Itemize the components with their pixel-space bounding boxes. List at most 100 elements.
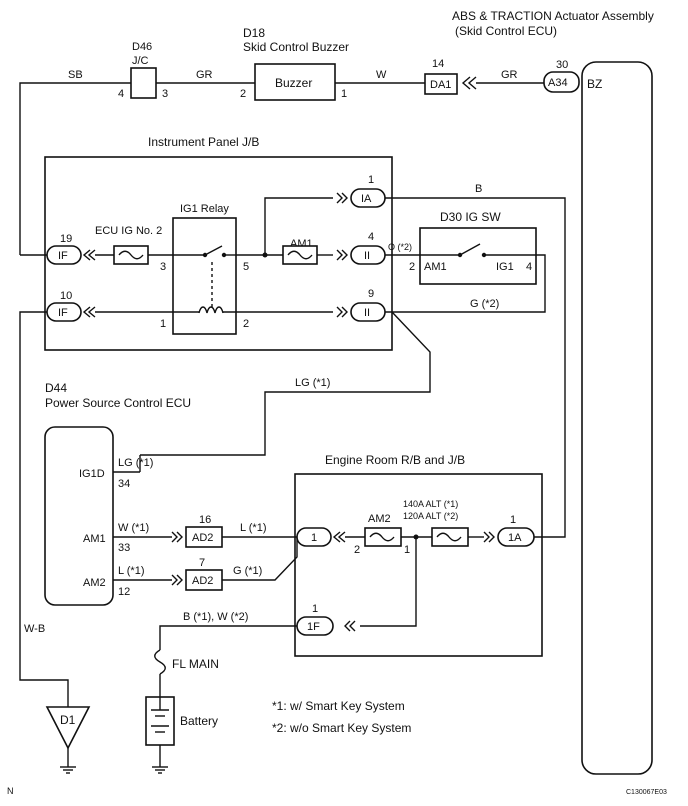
relay-coil <box>198 306 224 314</box>
a1-pin: 1 <box>510 514 516 526</box>
connector-ad2-bot-label: AD2 <box>192 575 213 587</box>
ig-switch: D30 IG SW AM1 IG1 2 4 <box>409 210 537 285</box>
ii-bot-pin: 9 <box>368 288 374 300</box>
engine-room-rb-jb: Engine Room R/B and J/B 1 AM2 2 1 140A A… <box>294 453 556 657</box>
abs-title-line1: ABS & TRACTION Actuator Assembly <box>452 9 654 23</box>
relay-pin1: 1 <box>160 318 166 330</box>
connector-1a-label: 1A <box>508 532 522 544</box>
connector-da1-label: DA1 <box>430 79 451 91</box>
connector-chevron-ia <box>336 192 348 204</box>
wire-g-ig <box>385 254 546 313</box>
ecu-am1-pin: 33 <box>118 542 130 554</box>
buzzer-pin-left: 2 <box>240 88 246 100</box>
note-smart-key: *1: w/ Smart Key System <box>272 699 405 713</box>
f1-pin: 1 <box>312 603 318 615</box>
wire-label-l-ad2: L (*1) <box>240 522 267 534</box>
ecu-am2: AM2 <box>83 577 106 589</box>
ig1-relay-label: IG1 Relay <box>180 203 229 215</box>
abs-actuator-assembly: ABS & TRACTION Actuator Assembly (Skid C… <box>452 9 654 775</box>
fuse-am2-element <box>369 532 395 542</box>
abs-pin-number: 30 <box>556 59 568 71</box>
ig1-relay-box <box>172 217 237 335</box>
connector-chevron-if-bot <box>82 306 96 318</box>
ig-sw-box <box>419 227 537 285</box>
wire-label-o: O (*2) <box>388 242 412 252</box>
if-top-pin: 19 <box>60 233 72 245</box>
ig-sw-pin-right: 4 <box>526 261 532 273</box>
alt-line1: 140A ALT (*1) <box>403 499 458 509</box>
wire-lg <box>140 311 431 456</box>
wire-label-lg-ecu: LG (*1) <box>118 457 153 469</box>
da1-pin-number: 14 <box>432 58 444 70</box>
note-no-smart-key: *2: w/o Smart Key System <box>272 721 411 735</box>
ig-sw-am1: AM1 <box>424 261 447 273</box>
d1-triangle <box>45 706 91 750</box>
buzzer-title-line1: D18 <box>243 26 265 40</box>
fuse-alt-element <box>436 532 462 542</box>
connector-if-bot-label: IF <box>58 307 68 319</box>
wire-b-ia-1a <box>385 197 566 538</box>
ig-sw-ig1: IG1 <box>496 261 514 273</box>
ipjb-external-wires: B O (*2) G (*2) LG (*1) <box>140 183 566 538</box>
ad2-bot-pin: 7 <box>199 557 205 569</box>
connector-1f-label: 1F <box>307 621 320 633</box>
connector-chevron-ii-bot <box>336 306 348 318</box>
abs-ecu-box <box>581 61 653 775</box>
wire-label-gr-buzzer: GR <box>196 69 213 81</box>
jc-pin-right: 3 <box>162 88 168 100</box>
fuse-ecu-ig-no2-element <box>118 250 144 260</box>
wire-label-sb: SB <box>68 69 83 81</box>
if-bot-pin: 10 <box>60 290 72 302</box>
connector-ii-bot-label: II <box>364 307 370 319</box>
ecu-am2-pin: 12 <box>118 586 130 598</box>
battery-label: Battery <box>180 714 218 728</box>
connector-chevron-ad2-top <box>171 531 183 543</box>
connector-chevron-da1 <box>461 76 477 90</box>
connector-chevron-ad2-bot <box>171 574 183 586</box>
connector-ad2-top-label: AD2 <box>192 532 213 544</box>
connector-erjb-1 <box>296 527 332 547</box>
connector-chevron-1a <box>483 531 495 543</box>
wire-label-w-buzzer: W <box>376 69 387 81</box>
d1-ground-point: D1 W-B <box>24 623 91 774</box>
wire-label-l-am2: L (*1) <box>118 565 145 577</box>
ia-pin: 1 <box>368 174 374 186</box>
relay-switch-arm <box>204 245 223 256</box>
connector-a34-label: A34 <box>548 77 568 89</box>
wire-wb <box>19 311 69 707</box>
erjb-box <box>294 473 543 657</box>
connector-chevron-erjb-1 <box>332 531 346 543</box>
wire-label-wb: W-B <box>24 623 45 635</box>
wire-label-w-am1: W (*1) <box>118 522 149 534</box>
connector-a34 <box>543 71 580 93</box>
buzzer-pin-right: 1 <box>341 88 347 100</box>
wire-junction-ia <box>264 197 333 255</box>
connector-ii-top-label: II <box>364 250 370 262</box>
top-wire-run: D46 J/C 4 3 SB GR D18 Skid Control Buzze… <box>19 26 544 255</box>
ground-icon <box>60 766 76 774</box>
am2-pin-right: 1 <box>404 544 410 556</box>
fl-main-label: FL MAIN <box>172 657 219 671</box>
am2-pin-left: 2 <box>354 544 360 556</box>
ecu-ig1d-pin: 34 <box>118 478 130 490</box>
relay-pin2: 2 <box>243 318 249 330</box>
relay-pin3: 3 <box>160 261 166 273</box>
connector-chevron-if-top <box>82 249 96 261</box>
ii-top-pin: 4 <box>368 231 374 243</box>
instrument-panel-jb: Instrument Panel J/B 19 IF ECU IG No. 2 … <box>19 135 393 707</box>
buzzer-label: Buzzer <box>275 76 312 90</box>
wire-label-g-ad2: G (*1) <box>233 565 262 577</box>
connector-if-top-label: IF <box>58 250 68 262</box>
abs-pin-bz: BZ <box>587 77 602 91</box>
ad2-top-pin: 16 <box>199 514 211 526</box>
buzzer-title-line2: Skid Control Buzzer <box>243 40 349 54</box>
wire-junction-1f <box>360 537 417 627</box>
wire-b-w-1f <box>159 625 297 650</box>
fuse-am1-element <box>287 250 313 260</box>
wire-label-gr-abs: GR <box>501 69 518 81</box>
power-source-control-ecu: D44 Power Source Control ECU IG1D AM1 AM… <box>44 381 298 606</box>
ecu-ig1d: IG1D <box>79 468 105 480</box>
d1-label: D1 <box>60 713 76 727</box>
jc-label: J/C <box>132 55 149 67</box>
jc-box <box>130 67 157 99</box>
